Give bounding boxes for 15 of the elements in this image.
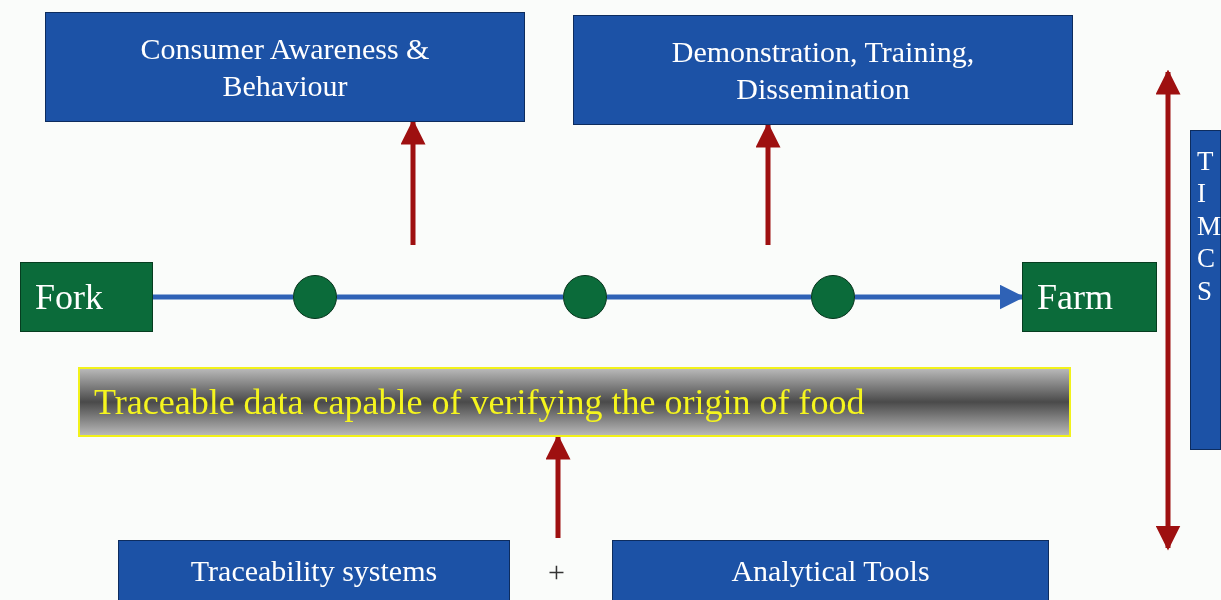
- stage-circle: [811, 275, 855, 319]
- connector-line: [607, 294, 811, 300]
- endpoint-box: Farm: [1022, 262, 1157, 332]
- process-box: Consumer Awareness & Behaviour: [45, 12, 525, 122]
- connector-line: [337, 294, 563, 300]
- endpoint-box: Fork: [20, 262, 153, 332]
- process-box: Traceability systems: [118, 540, 510, 600]
- connector-line: [153, 294, 293, 300]
- plus-sign: +: [548, 555, 565, 589]
- side-panel: T I M C S: [1190, 130, 1221, 450]
- stage-circle: [563, 275, 607, 319]
- process-box: Demonstration, Training, Dissemination: [573, 15, 1073, 125]
- process-box: Analytical Tools: [612, 540, 1049, 600]
- data-banner: Traceable data capable of verifying the origin of food: [78, 367, 1071, 437]
- stage-circle: [293, 275, 337, 319]
